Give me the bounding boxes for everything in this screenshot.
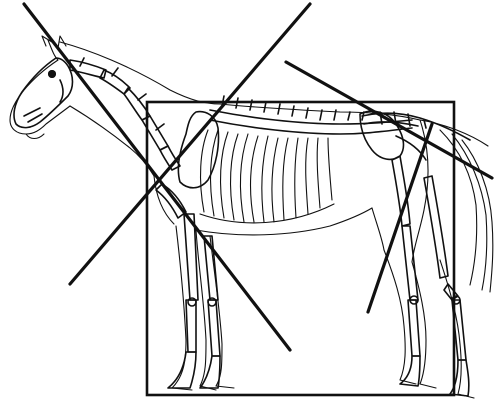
horse-body-outline — [10, 36, 493, 398]
cervical-vertebrae — [70, 58, 180, 170]
skull — [14, 58, 73, 128]
foreleg-bones — [156, 184, 220, 388]
proportion-frame-rectangle — [147, 102, 454, 395]
eye-socket — [48, 70, 56, 78]
hindleg-bones — [392, 156, 469, 396]
ribcage — [200, 130, 334, 223]
proportion-guide-lines — [24, 4, 492, 350]
guide-line-shoulder-diagonal — [70, 4, 310, 284]
